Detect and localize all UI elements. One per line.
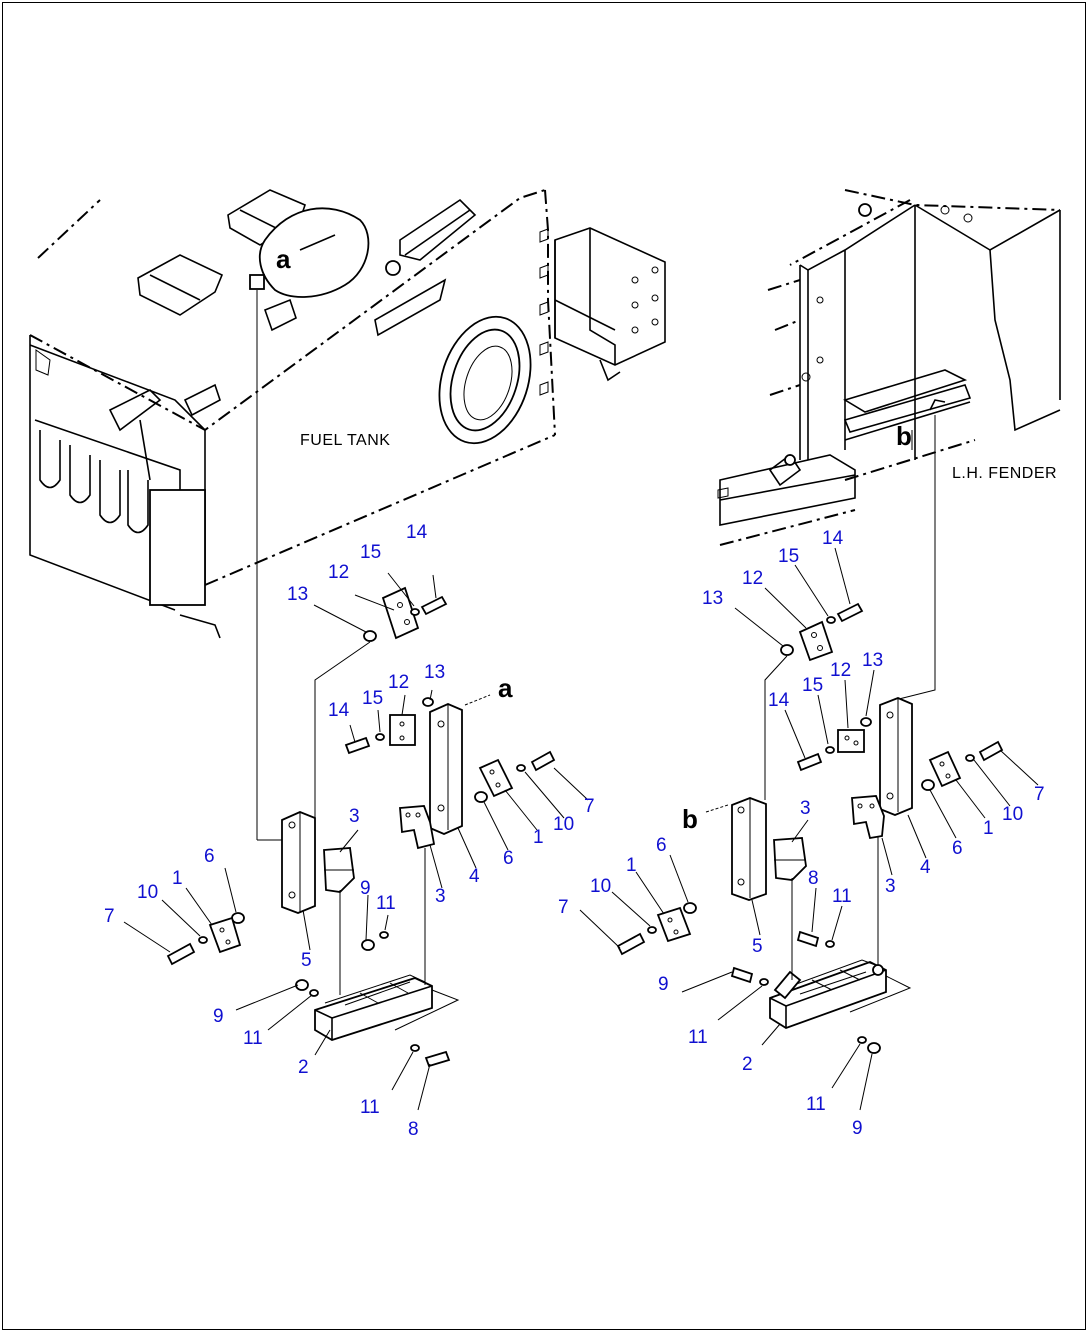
callout: 15	[362, 688, 383, 709]
callout: 13	[287, 584, 308, 605]
callout: 7	[104, 906, 115, 927]
callout: 9	[658, 974, 669, 995]
callout: 9	[360, 878, 371, 899]
callout: 7	[558, 897, 569, 918]
callout: 6	[204, 846, 215, 867]
callout: 12	[388, 672, 409, 693]
callout: 15	[360, 542, 381, 563]
callout: 6	[503, 848, 514, 869]
callout: 13	[862, 650, 883, 671]
callout: 14	[406, 522, 428, 543]
callout: 12	[328, 562, 349, 583]
callout: 11	[806, 1094, 826, 1115]
callout: 10	[553, 814, 574, 835]
callout: 11	[688, 1027, 708, 1048]
callout: 2	[298, 1057, 309, 1078]
callout: 11	[360, 1097, 380, 1118]
view-ref-a-arrow-line	[464, 694, 491, 706]
callout: 15	[802, 675, 823, 696]
callout: 15	[778, 546, 799, 567]
callout: 8	[408, 1119, 419, 1140]
right-callout-leaders	[579, 547, 1039, 1111]
lh-fender-outline	[717, 189, 1061, 546]
callout: 7	[584, 796, 595, 817]
guide-line	[894, 415, 936, 701]
callout: 1	[172, 868, 183, 889]
callout: 12	[830, 660, 851, 681]
callout: 1	[983, 818, 994, 839]
view-ref-b-side: b	[682, 804, 698, 834]
left-callouts: 14 15 12 13 14 15 12 13 7 10 1 6 3 3 4 6…	[104, 522, 595, 1140]
callout: 5	[752, 936, 763, 957]
fuel-tank-outline	[29, 189, 666, 639]
callout: 5	[301, 950, 312, 971]
callout: 4	[469, 866, 480, 887]
callout: 9	[213, 1006, 224, 1027]
lh-fender-label: L.H. FENDER	[952, 465, 1057, 482]
right-step-assembly	[616, 602, 1004, 1054]
callout: 10	[1002, 804, 1023, 825]
callout: 3	[800, 798, 811, 819]
callout: 14	[822, 528, 844, 549]
view-ref-b-top: b	[896, 421, 912, 451]
callout: 1	[533, 827, 544, 848]
callout: 10	[590, 876, 611, 897]
callout: 14	[328, 700, 350, 721]
callout: 11	[832, 886, 852, 907]
callout: 13	[702, 588, 723, 609]
fuel-tank-label: FUEL TANK	[300, 432, 390, 449]
callout: 13	[424, 662, 445, 683]
left-step-assembly	[166, 586, 556, 1068]
callout: 2	[742, 1054, 753, 1075]
right-callouts: 14 15 12 13 14 15 12 13 6 1 10 7 3 8 11 …	[558, 528, 1045, 1139]
left-callout-leaders	[123, 572, 589, 1111]
callout: 10	[137, 882, 158, 903]
callout: 6	[656, 835, 667, 856]
callout: 1	[626, 855, 637, 876]
view-ref-a-balloon: a	[276, 244, 291, 274]
callout: 7	[1034, 784, 1045, 805]
callout: 4	[920, 857, 931, 878]
callout: 8	[808, 868, 819, 889]
callout: 11	[376, 893, 396, 914]
callout: 11	[243, 1028, 263, 1049]
callout: 6	[952, 838, 963, 859]
callout: 14	[768, 690, 790, 711]
view-ref-a-arrow: a	[498, 673, 513, 703]
callout: 3	[435, 886, 446, 907]
callout: 3	[885, 876, 896, 897]
callout: 12	[742, 568, 763, 589]
callout: 9	[852, 1118, 863, 1139]
callout: 3	[349, 806, 360, 827]
